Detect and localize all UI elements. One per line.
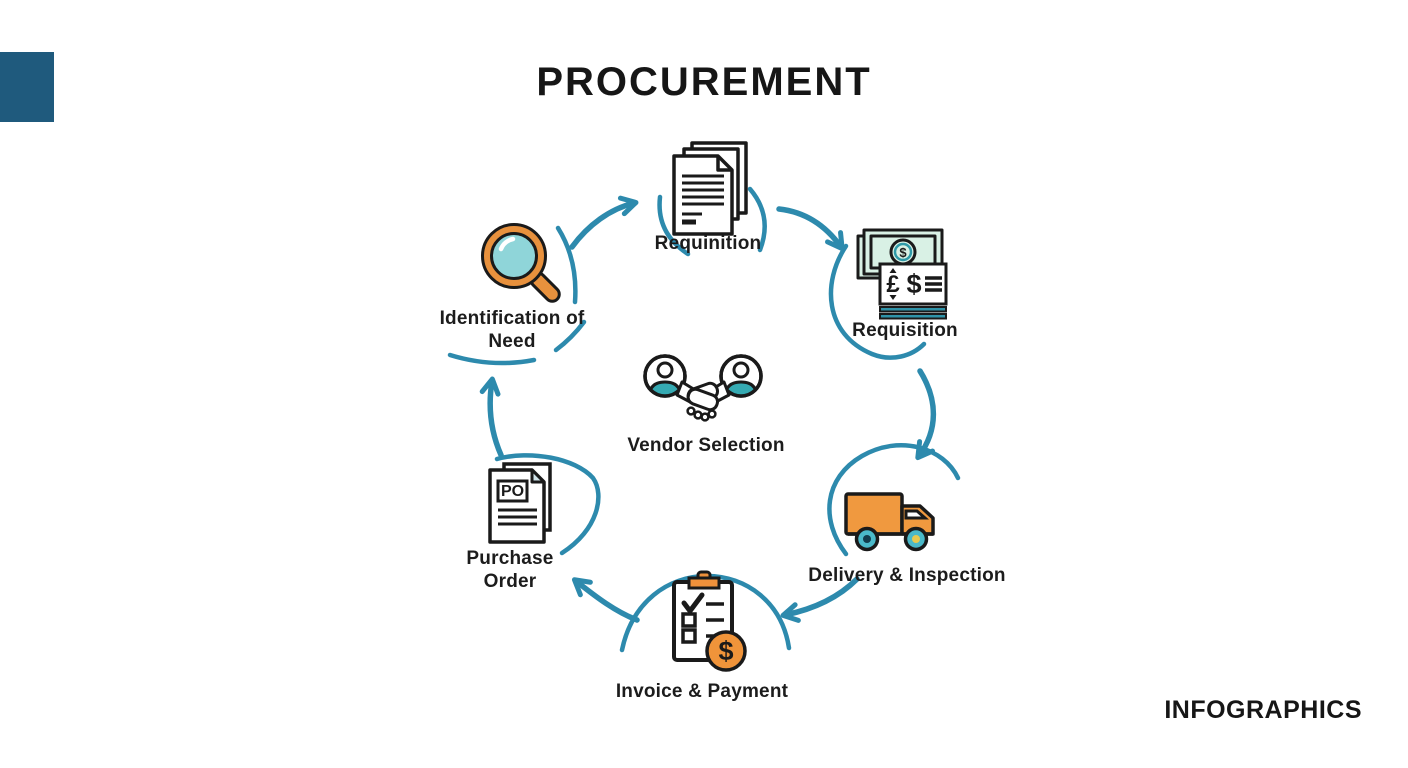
- invoice-checklist-icon: $: [672, 570, 747, 672]
- center-label-vendor-selection: Vendor Selection: [627, 435, 785, 456]
- money-icon: $ £ $: [856, 228, 948, 320]
- cycle-flow-arrows: [479, 195, 937, 623]
- step-label-invoice-payment: Invoice & Payment: [615, 681, 789, 702]
- corner-accent-square: [0, 52, 54, 122]
- svg-text:£: £: [886, 271, 900, 298]
- documents-icon: [672, 141, 748, 236]
- step-invoice-payment: $: [654, 570, 754, 674]
- arrow-delivery-to-invoice: [780, 576, 860, 623]
- arrow-purchase-order-to-identification: [479, 376, 504, 458]
- step-label-requinition: Requinition: [654, 233, 762, 254]
- step-identification-of-need: [470, 222, 572, 314]
- handshake-icon: [643, 354, 763, 422]
- step-requinition: [656, 140, 760, 240]
- arrow-identification-to-requinition: [569, 195, 639, 250]
- step-purchase-order: PO: [478, 456, 558, 548]
- page-title: PROCUREMENT: [536, 60, 872, 104]
- purchase-order-icon: PO: [488, 462, 552, 544]
- watermark-text: INFOGRAPHICS: [1164, 696, 1362, 724]
- center-vendor-selection: [641, 352, 765, 430]
- svg-text:$: $: [899, 245, 907, 260]
- svg-text:$: $: [718, 636, 733, 666]
- arrow-requisition-to-delivery: [915, 368, 937, 461]
- cycle-arc-segments: [447, 186, 961, 653]
- step-requisition: $ £ $: [854, 226, 950, 322]
- step-label-purchase-order: Purchase Order: [466, 548, 554, 592]
- arrow-invoice-to-purchase-order: [571, 577, 640, 623]
- svg-text:$: $: [906, 269, 921, 299]
- magnifier-icon: [481, 223, 561, 303]
- arrow-requinition-to-requisition: [776, 206, 845, 252]
- step-label-delivery-inspection: Delivery & Inspection: [808, 565, 1006, 586]
- step-label-requisition: Requisition: [852, 320, 958, 341]
- step-delivery-inspection: [842, 484, 952, 556]
- step-label-identification-of-need: Identification of Need: [439, 308, 585, 352]
- delivery-truck-icon: [844, 492, 935, 552]
- svg-text:PO: PO: [501, 483, 524, 500]
